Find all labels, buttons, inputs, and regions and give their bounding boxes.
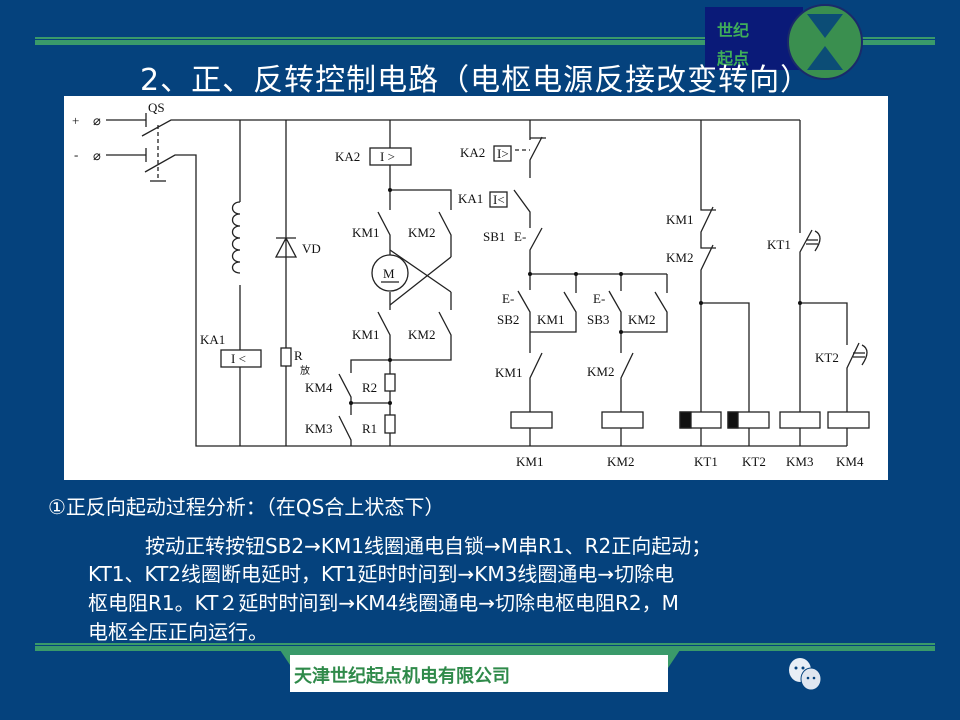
sb2-label: SB2 [497,312,519,327]
coil-label-km3: KM3 [786,454,813,469]
diode-icon [274,120,298,446]
qs-switch-minus [106,148,847,447]
terminal-minus-icon: ⌀ [93,148,101,163]
plus-label: + [72,113,79,128]
km2-coil [601,411,644,429]
terminal-plus-icon: ⌀ [93,113,101,128]
r2-resistor [384,373,396,392]
km1-kt-label: KM1 [666,212,693,227]
coil-label-km4: KM4 [836,454,864,469]
qs-switch-plus [106,113,800,137]
km1-main-label: KM1 [352,225,379,240]
km1-coil [510,411,553,429]
r2-label: R2 [362,380,377,395]
field-winding-icon [231,201,241,274]
km3-contact-label: KM3 [305,421,332,436]
ka1-ctrl-label: KA1 [458,191,483,206]
top-divider [35,40,935,45]
ka2-label: KA2 [335,149,360,164]
km2-main-label: KM2 [408,225,435,240]
time-delay-icon [806,230,868,366]
analysis-line-1: 按动正转按钮SB2→KM1线圈通电自锁→M串R1、R2正向起动； [145,534,712,558]
sb2-button-icon: E- [502,291,514,306]
ka1-relay [220,349,262,368]
km4-coil [827,411,870,429]
sb3-button-icon: E- [593,291,605,306]
analysis-heading: ①正反向起动过程分析：（在QS合上状态下） [48,495,445,519]
km3-coil [779,411,821,429]
motor-label: M [383,266,395,281]
km2-kt-label: KM2 [666,250,693,265]
kt2-contact-label: KT2 [815,350,839,365]
ka2-ctrl-box-label: I> [497,146,509,161]
sb3-label: SB3 [587,312,609,327]
km1-main-label-2: KM1 [352,327,379,342]
minus-label: - [74,147,78,162]
qs-label: QS [148,100,165,115]
company-banner: 天津世纪起点机电有限公司 [290,655,668,692]
sb1-button-icon: E- [514,229,526,244]
slide-title: 2、正、反转控制电路（电枢电源反接改变转向） [140,63,812,98]
km1-interlock-label: KM1 [495,365,522,380]
ka2-ctrl-label: KA2 [460,145,485,160]
company-name: 天津世纪起点机电有限公司 [294,666,510,687]
logo-emblem-icon [787,4,863,80]
vd-label: VD [302,241,321,256]
km2-main-label-2: KM2 [408,327,435,342]
coil-label-kt1: KT1 [694,454,718,469]
ka1-ctrl-box-label: I< [493,192,505,207]
sb1-label: SB1 [483,229,505,244]
r-label: R [294,348,303,363]
ka1-box-label: I < [231,351,246,366]
km4-contact-label: KM4 [305,380,333,395]
discharge-resistor [280,347,292,367]
coil-label-km2: KM2 [607,454,634,469]
kt1-contact-label: KT1 [767,237,791,252]
r1-resistor [384,414,396,434]
coil-label-kt2: KT2 [742,454,766,469]
r1-label: R1 [362,421,377,436]
bottom-divider-thin [35,643,935,645]
analysis-line-2: KT1、KT2线圈断电延时，KT1延时时间到→KM3线圈通电→切除电 [88,562,675,586]
coil-label-km1: KM1 [516,454,543,469]
km1-seal-label: KM1 [537,312,564,327]
r-sub-label: 放 [300,364,310,377]
top-divider-thin [35,37,935,39]
ka2-box-label: I > [380,149,395,164]
ka1-label: KA1 [200,332,225,347]
analysis-line-4: 电枢全压正向运行。 [88,620,268,644]
km2-seal-label: KM2 [628,312,655,327]
logo-text: 世纪起点 [717,21,750,68]
km2-interlock-label: KM2 [587,364,614,379]
wechat-icon [789,658,822,691]
bottom-divider [35,646,935,651]
analysis-line-3: 枢电阻R1。KT２延时时间到→KM4线圈通电→切除电枢电阻R2，M [88,591,679,615]
logo: 世纪起点 [705,7,803,70]
